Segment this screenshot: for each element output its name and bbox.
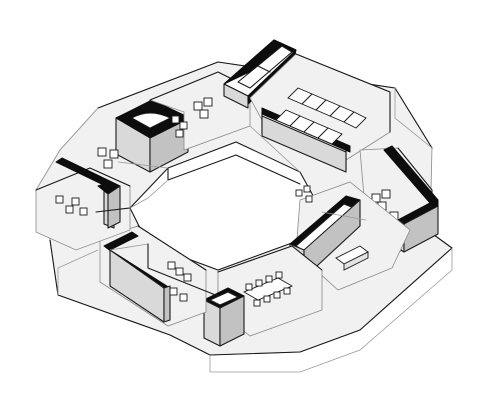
storage-block xyxy=(203,287,245,347)
inner-ring-edges xyxy=(95,125,367,297)
west-block xyxy=(35,147,131,251)
classroom-block xyxy=(223,39,391,173)
classroom-desks xyxy=(275,87,367,145)
